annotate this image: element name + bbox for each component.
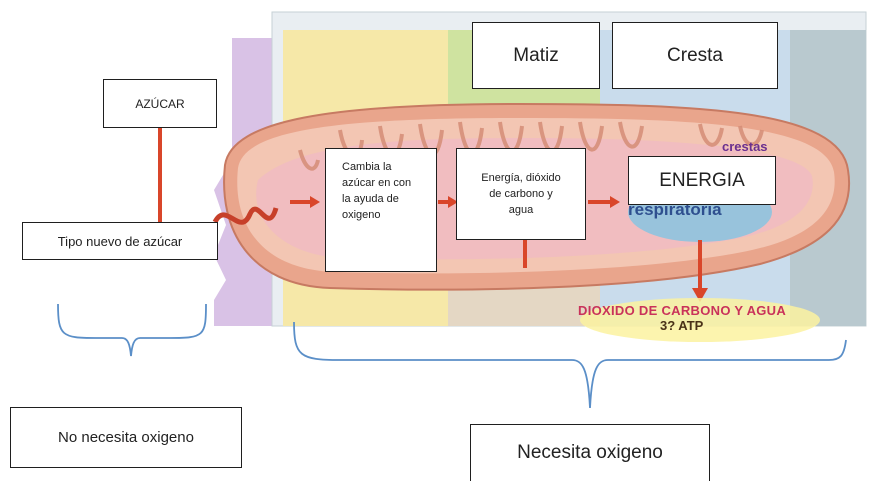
cambia-box: Cambia la azúcar en con la ayuda de oxig… [325, 148, 437, 272]
atp-glow [580, 298, 820, 342]
bracket-left [57, 303, 207, 357]
no-necesita-label: No necesita oxigeno [58, 429, 194, 446]
cresta-box: Cresta [612, 22, 778, 89]
crestas-label: crestas [722, 139, 768, 154]
necesita-box: Necesita oxigeno [470, 424, 710, 481]
energia-label: ENERGIA [659, 169, 745, 191]
cresta-label: Cresta [667, 44, 723, 66]
azucar-box: AZÚCAR [103, 79, 217, 128]
matiz-box: Matiz [472, 22, 600, 89]
dioxido-label: DIOXIDO DE CARBONO Y AGUA [578, 303, 787, 318]
no-necesita-box: No necesita oxigeno [10, 407, 242, 468]
necesita-label: Necesita oxigeno [517, 442, 663, 463]
matiz-label: Matiz [513, 44, 559, 66]
azucar-label: AZÚCAR [135, 96, 185, 111]
energia-dioxido-label: Energía, dióxido de carbono y agua [481, 172, 561, 216]
tipo-nuevo-box: Tipo nuevo de azúcar [22, 222, 218, 260]
flow-arrows [290, 196, 708, 302]
tipo-nuevo-label: Tipo nuevo de azúcar [57, 233, 183, 249]
energia-dioxido-box: Energía, dióxido de carbono y agua [456, 148, 586, 240]
squiggle-arrow [212, 206, 279, 225]
cambia-label: Cambia la azúcar en con la ayuda de oxig… [342, 161, 412, 221]
atp-label: 3? ATP [660, 318, 704, 333]
energia-box: ENERGIA [628, 156, 776, 205]
bracket-right [293, 321, 847, 409]
